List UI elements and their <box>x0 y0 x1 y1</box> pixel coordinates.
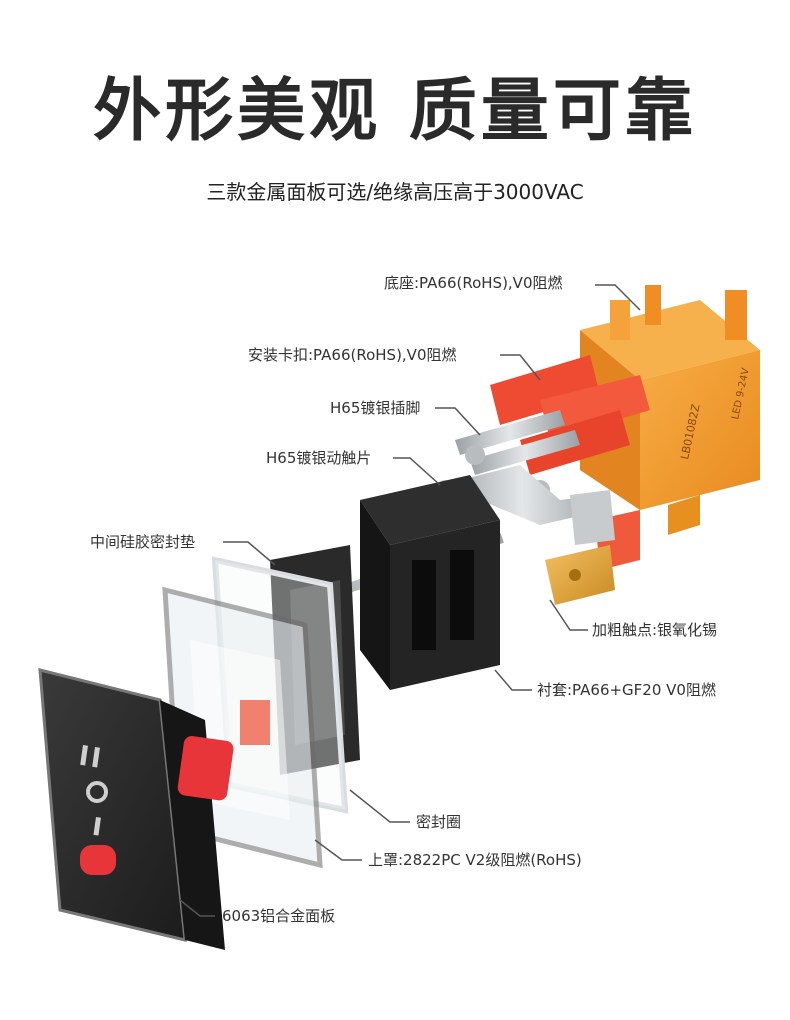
page-title: 外形美观 质量可靠 <box>93 72 697 151</box>
sleeve <box>360 475 500 690</box>
callout-sleeve: 衬套:PA66+GF20 V0阻燃 <box>537 681 716 699</box>
panel-indicator <box>80 845 116 875</box>
callout-upper-cover: 上罩:2822PC V2级阻燃(RoHS) <box>368 851 582 869</box>
panel-symbol-i <box>93 816 101 836</box>
callout-contact-point: 加粗触点:银氧化锡 <box>592 621 718 639</box>
silver-pins <box>455 410 580 500</box>
callout-gasket: 中间硅胶密封垫 <box>90 533 196 551</box>
panel-symbol-ii <box>80 745 100 768</box>
gold-contact-point <box>545 545 615 605</box>
callout-pins: H65镀银插脚 <box>330 399 421 417</box>
callout-clip: 安装卡扣:PA66(RoHS),V0阻燃 <box>248 346 457 364</box>
base-housing: LB01082Z LED 9-24V <box>580 285 760 535</box>
callout-panel: 6063铝合金面板 <box>222 907 336 925</box>
page-subtitle: 三款金属面板可选/绝缘高压高于3000VAC <box>206 180 584 204</box>
leader-lines <box>179 284 641 917</box>
aluminum-panel <box>38 668 234 950</box>
callout-seal-ring: 密封圈 <box>416 813 462 831</box>
callout-moving-contact: H65镀银动触片 <box>266 449 372 467</box>
panel-symbol-o <box>86 781 108 803</box>
callout-base: 底座:PA66(RoHS),V0阻燃 <box>384 274 563 292</box>
